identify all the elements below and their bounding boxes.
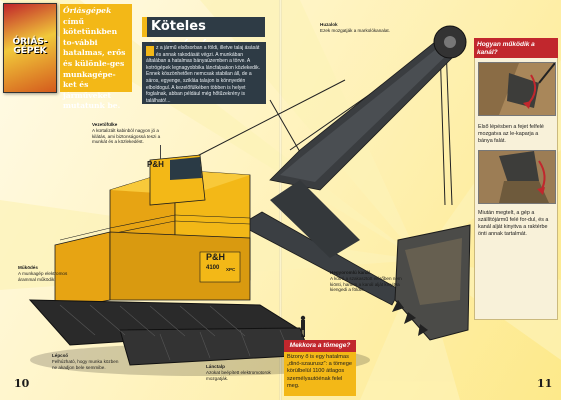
stairs-callout: Lépcső Felhúzható, hogy munka közben ne … [52, 353, 124, 370]
page-number-left: 10 [14, 377, 30, 390]
person-figure [300, 315, 306, 337]
cab-text: A kürtalizált kabinból nagyon jó a kilát… [92, 127, 161, 145]
engine-text: A munkagép elektromos árammal működik. [18, 270, 68, 282]
blurb-lead: Óriásgépek [63, 6, 112, 15]
bucket-text: A kotró a szakasztott elérőben nem kiönt… [330, 275, 402, 293]
cab-title: Vezetőfülke [92, 122, 118, 127]
plate-brand-label: P&H [206, 252, 226, 262]
drop-cap-marker [146, 46, 154, 56]
tracks-callout: Lánctalp Azokat beépített elektromotorok… [206, 364, 276, 381]
cab-window [170, 157, 202, 180]
cab-brand-label: P&H [147, 160, 164, 169]
book-title: ÓRIÁS-GÉPEK [12, 37, 48, 56]
deck-front [109, 231, 251, 301]
plate-model-label: 4100 [206, 265, 220, 271]
hoist-callout: Huzalok Ezek mozgatják a markolókanalat. [320, 22, 400, 34]
sheave-hub [444, 36, 456, 48]
stairs-title: Lépcső [52, 353, 69, 358]
how-step1-text: Első lépésben a fejet felfelé mozgatva a… [478, 124, 544, 144]
how-it-works-title: Hogyan működik a kanál? [474, 38, 558, 58]
cab-leader [160, 145, 161, 159]
cab-callout: Vezetőfülke A kürtalizált kabinból nagyo… [92, 122, 168, 145]
hoist-text: Ezek mozgatják a markolókanalat. [320, 27, 390, 33]
how-step1-image [478, 62, 556, 116]
boom-highlight [280, 42, 452, 182]
tracks-title: Lánctalp [206, 364, 225, 369]
saddle-block [270, 180, 360, 258]
bucket-teeth [392, 300, 428, 336]
bucket-dirt [405, 238, 462, 305]
brand-plate [199, 251, 241, 283]
page-title: Köteles kotrógép [142, 17, 265, 54]
weight-text: Bizony ő is egy hatalmas „dinó-szaurusz”… [284, 352, 356, 396]
promo-blurb: Óriásgépek című kötetünkben to-vábbi hat… [60, 4, 132, 110]
engine-callout: Működés A munkagép elektromos árammal mű… [18, 265, 80, 282]
stairs-text: Felhúzható, hogy munka közben ne akadjon… [52, 358, 119, 370]
engine-title: Működés [18, 265, 38, 270]
plate-sub-label: XPC [226, 267, 236, 272]
blurb-text: című kötetünkben to-vábbi hatalmas, erős… [63, 16, 126, 111]
hoist-title: Huzalok [320, 22, 338, 27]
page-number-right: 11 [537, 377, 553, 390]
weight-title: Mekkora a tömege? [284, 340, 356, 352]
bucket-callout: Hegyoromlú kanál A kotró a szakasztott e… [330, 270, 402, 293]
track-treads [59, 304, 291, 361]
intro-text-box: z a jármű elsősorban a földi, illetve ta… [142, 42, 266, 104]
bucket-title: Hegyoromlú kanál [330, 270, 370, 275]
tracks-text: Azokat beépített elektromotorok mozgatjá… [206, 369, 271, 381]
intro-text: z a jármű elsősorban a földi, illetve ta… [146, 45, 260, 104]
book-cover: ÓRIÁS-GÉPEK [3, 3, 57, 93]
how-step2-image [478, 150, 556, 204]
how-step2-text: Miután megtelt, a gép a szállítójármű fe… [478, 210, 549, 237]
